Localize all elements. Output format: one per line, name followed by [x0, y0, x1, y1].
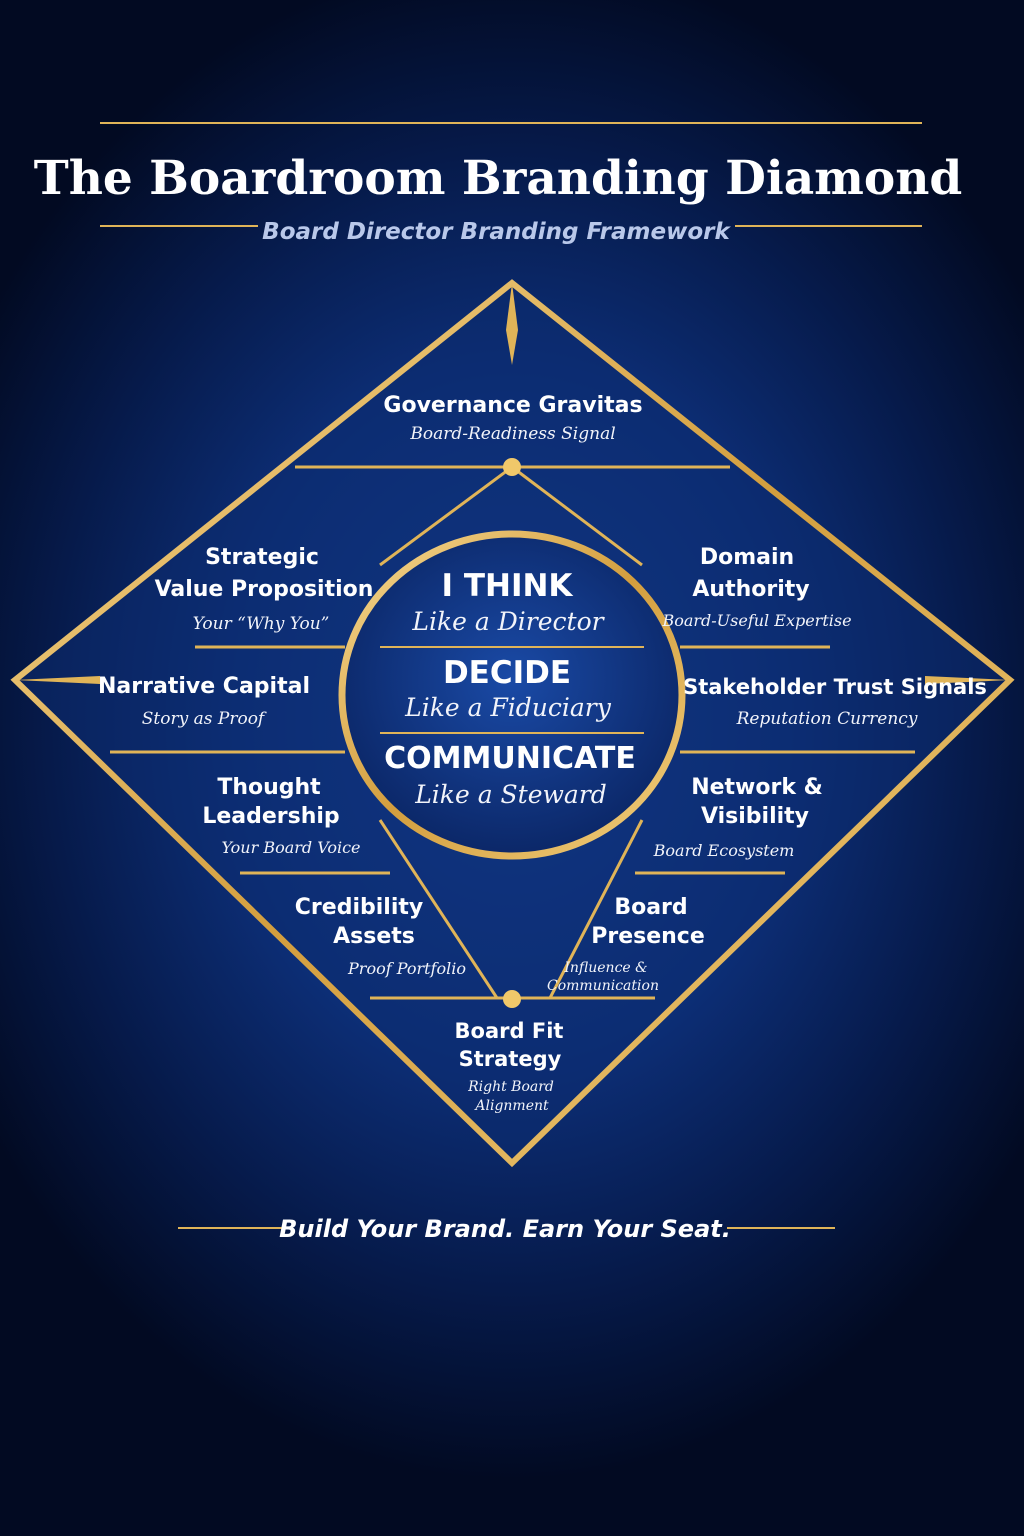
core-verb-communicate: COMMUNICATE: [384, 741, 636, 776]
facet-subtitle: Your Board Voice: [221, 838, 360, 857]
facet-title: Board Fit: [455, 1019, 564, 1043]
facet-board-presence: Board Presence Influence & Communication: [547, 895, 705, 994]
core-role-director: Like a Director: [411, 607, 605, 636]
facet-title: Stakeholder Trust Signals: [683, 675, 987, 699]
facet-dividers: [110, 465, 915, 1000]
bottom-node-dot: [503, 990, 521, 1008]
facet-subtitle: Right Board: [467, 1079, 554, 1095]
top-spike: [506, 283, 518, 365]
facet-title: Leadership: [202, 804, 339, 829]
facet-title: Assets: [333, 924, 415, 949]
facet-title: Narrative Capital: [98, 674, 310, 699]
facet-title: Governance Gravitas: [383, 393, 642, 418]
facet-thought-leadership: Thought Leadership Your Board Voice: [202, 775, 360, 857]
facet-title: Value Proposition: [155, 577, 374, 602]
facet-subtitle: Your “Why You”: [193, 614, 330, 634]
facet-narrative-capital: Narrative Capital Story as Proof: [98, 674, 310, 729]
facet-network-visibility: Network & Visibility Board Ecosystem: [653, 775, 823, 860]
facet-subtitle: Story as Proof: [142, 709, 267, 729]
facet-subtitle: Communication: [547, 978, 659, 994]
facet-title: Credibility: [295, 895, 423, 920]
facet-subtitle: Alignment: [473, 1098, 549, 1114]
top-node-dot: [503, 458, 521, 476]
core-role-steward: Like a Steward: [414, 780, 607, 809]
core-verb-think: I THINK: [442, 568, 574, 604]
facet-title: Network &: [691, 775, 823, 800]
facet-domain-authority: Domain Authority Board-Useful Expertise: [661, 545, 851, 630]
core-circle: [338, 530, 686, 860]
facet-title: Strategic: [205, 545, 319, 570]
facet-title: Thought: [217, 775, 321, 800]
facet-title: Strategy: [459, 1047, 562, 1071]
facet-title: Domain: [700, 545, 794, 570]
facet-subtitle: Board-Readiness Signal: [409, 424, 615, 444]
footer-tagline: Build Your Brand. Earn Your Seat.: [279, 1215, 731, 1243]
facet-title: Presence: [591, 924, 705, 949]
core-verb-decide: DECIDE: [443, 655, 571, 691]
facet-title: Board: [614, 895, 687, 920]
facet-board-fit-strategy: Board Fit Strategy Right Board Alignment: [455, 1019, 564, 1114]
right-spike: [925, 676, 1010, 684]
page-subtitle: Board Director Branding Framework: [262, 219, 731, 245]
left-spike: [15, 676, 100, 684]
facet-subtitle: Reputation Currency: [736, 709, 918, 729]
facet-subtitle: Proof Portfolio: [347, 959, 466, 978]
page-title: The Boardroom Branding Diamond: [34, 151, 963, 206]
facet-title: Visibility: [701, 804, 809, 829]
facet-strategic-value-proposition: Strategic Value Proposition Your “Why Yo…: [155, 545, 374, 634]
facet-subtitle: Board-Useful Expertise: [661, 611, 851, 630]
core-role-fiduciary: Like a Fiduciary: [404, 693, 612, 722]
facet-governance-gravitas: Governance Gravitas Board-Readiness Sign…: [383, 393, 642, 444]
facet-subtitle: Board Ecosystem: [653, 841, 795, 860]
facet-credibility-assets: Credibility Assets Proof Portfolio: [295, 895, 466, 978]
facet-title: Authority: [692, 577, 809, 602]
facet-stakeholder-trust-signals: Stakeholder Trust Signals Reputation Cur…: [683, 675, 987, 729]
facet-subtitle: Influence &: [563, 960, 647, 976]
